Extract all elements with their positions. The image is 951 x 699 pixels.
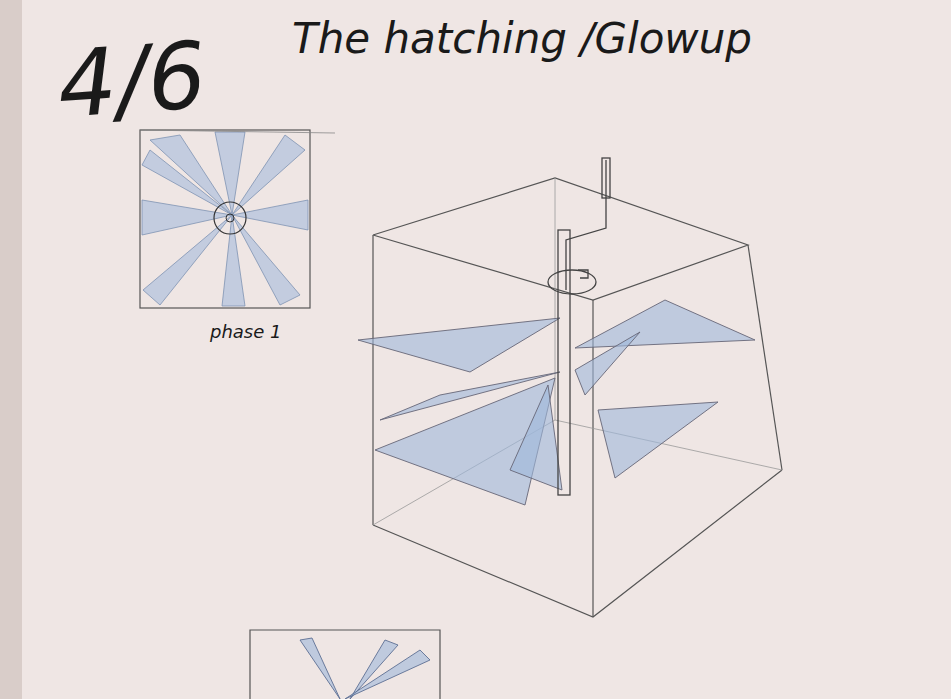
- crank-shaft: [548, 158, 610, 495]
- page-number: 4/6: [55, 25, 210, 136]
- paper-edge: [0, 0, 22, 699]
- phase-sketch: [140, 130, 335, 308]
- phase-label: phase 1: [210, 322, 282, 342]
- cube-sketch: [373, 178, 782, 617]
- title: The hatching /Glowup: [292, 16, 752, 62]
- phase-sketch: [250, 630, 440, 699]
- blades: [358, 300, 755, 505]
